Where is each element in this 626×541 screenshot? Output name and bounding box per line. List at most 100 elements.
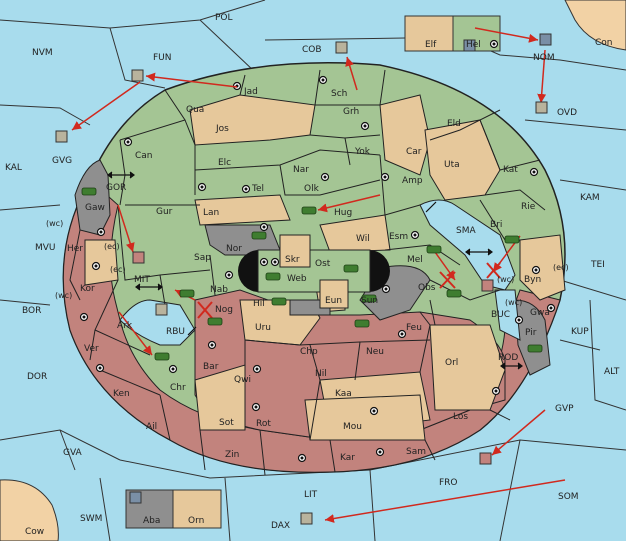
label-lit: LIT [304,490,318,500]
label-sch: Sch [331,89,347,99]
label-jad: Jad [243,87,258,97]
label-sun: Sun [361,296,378,306]
label-sot: Sot [219,418,234,428]
label-wil: Wil [356,234,370,244]
label-nvm: NVM [32,48,53,58]
label-nor: Nor [226,244,242,254]
province-skr[interactable] [279,234,311,268]
label-uta: Uta [444,160,460,170]
fleet-dax-icon [300,512,313,525]
label-orl: Orl [445,358,458,368]
army-hil-icon [271,297,287,306]
dislodge-marks [197,262,501,319]
label-nab: Nab [210,285,228,295]
province-eun[interactable] [319,279,349,309]
army-nor-icon [251,231,267,240]
label-kam: KAM [580,193,600,203]
label-kar: Kar [340,453,355,463]
fleet-aba-icon [129,491,142,504]
label-rot: Rot [256,419,271,429]
label-kal: KAL [5,163,22,173]
label-gva: GVA [63,448,83,458]
label-ail: Ail [146,422,157,432]
label-ark: Ark [117,321,133,331]
fleet-nom-icon [539,33,552,46]
label-kup: KUP [571,327,589,337]
label-pol: POL [215,13,233,23]
fleet-fro-icon [479,452,492,465]
province-cow[interactable] [0,479,59,541]
label-hel: Hel [466,40,481,50]
label-uru: Uru [255,323,271,333]
label-hil: Hil [253,299,265,309]
label-neu: Neu [366,347,384,357]
sea-buc[interactable] [494,289,521,341]
label-hug: Hug [334,208,352,218]
label-eun: Eun [325,296,342,306]
label-eld: Eld [447,119,461,129]
label-nog: Nog [215,305,233,315]
label-gvp: GVP [555,404,574,414]
label-qua: Qua [186,105,204,115]
label-rbu: RBU [166,327,185,337]
label-mel: Mel [407,255,423,265]
label-chp: Chp [300,347,318,357]
label-kaa: Kaa [335,389,352,399]
label-grh: Grh [343,107,359,117]
label-ovd: OVD [557,108,577,118]
fleet-fun-icon [131,69,144,82]
label-skr: Skr [285,255,300,265]
label-gor: GOR [106,183,126,193]
label-nar: Nar [293,165,309,175]
label-los: Los [453,412,468,422]
label-jos: Jos [215,124,229,134]
army-mel-icon [426,245,442,254]
label-ec-west: (ec) [104,242,120,251]
label-bor: BOR [22,306,41,316]
label-mit: MIT [134,275,150,285]
army-ost-icon [343,264,359,273]
label-tel: Tel [251,184,264,194]
province-orn[interactable] [172,489,222,529]
label-wc-gwa: (wc) [505,298,522,307]
label-mvu: MVU [35,243,56,253]
passage-arrows [107,171,523,370]
label-her: Her [67,244,83,254]
army-gaw-icon [81,187,97,196]
province-gaw[interactable] [74,159,111,236]
label-sap: Sap [194,253,211,263]
label-sma: SMA [456,226,476,236]
fleet-ovd-icon [535,101,548,114]
province-labels: POL NVM FUN COB Elf Hel NOM Con OVD KAL … [5,13,620,537]
label-ver: Ver [84,344,99,354]
label-rie: Rie [521,202,536,212]
label-tei: TEI [590,260,605,270]
label-dax: DAX [271,521,290,531]
label-wc-kor: (wc) [55,291,72,300]
label-wc-west: (wc) [46,219,63,228]
army-pir-icon [527,344,543,353]
fleet-units [55,33,552,525]
label-chr: Chr [170,383,186,393]
label-orn: Orn [188,516,204,526]
label-can: Can [135,151,153,161]
label-ken: Ken [113,389,130,399]
label-gvg: GVG [52,156,72,166]
label-kor: Kor [80,284,95,294]
label-wc-east: (wc) [497,275,514,284]
army-nab-icon [179,289,195,298]
label-aba: Aba [143,516,160,526]
label-gur: Gur [156,207,173,217]
label-mou: Mou [343,422,362,432]
province-pir[interactable] [514,299,551,376]
label-fun: FUN [153,53,172,63]
fleet-mit-icon [132,251,145,264]
label-con: Con [595,38,613,48]
army-sun-icon [361,294,377,303]
label-ec-east: (ec) [553,263,569,272]
label-buc: BUC [491,310,510,320]
label-nil: Nil [315,369,327,379]
label-swm: SWM [80,514,102,524]
army-units [81,187,543,361]
